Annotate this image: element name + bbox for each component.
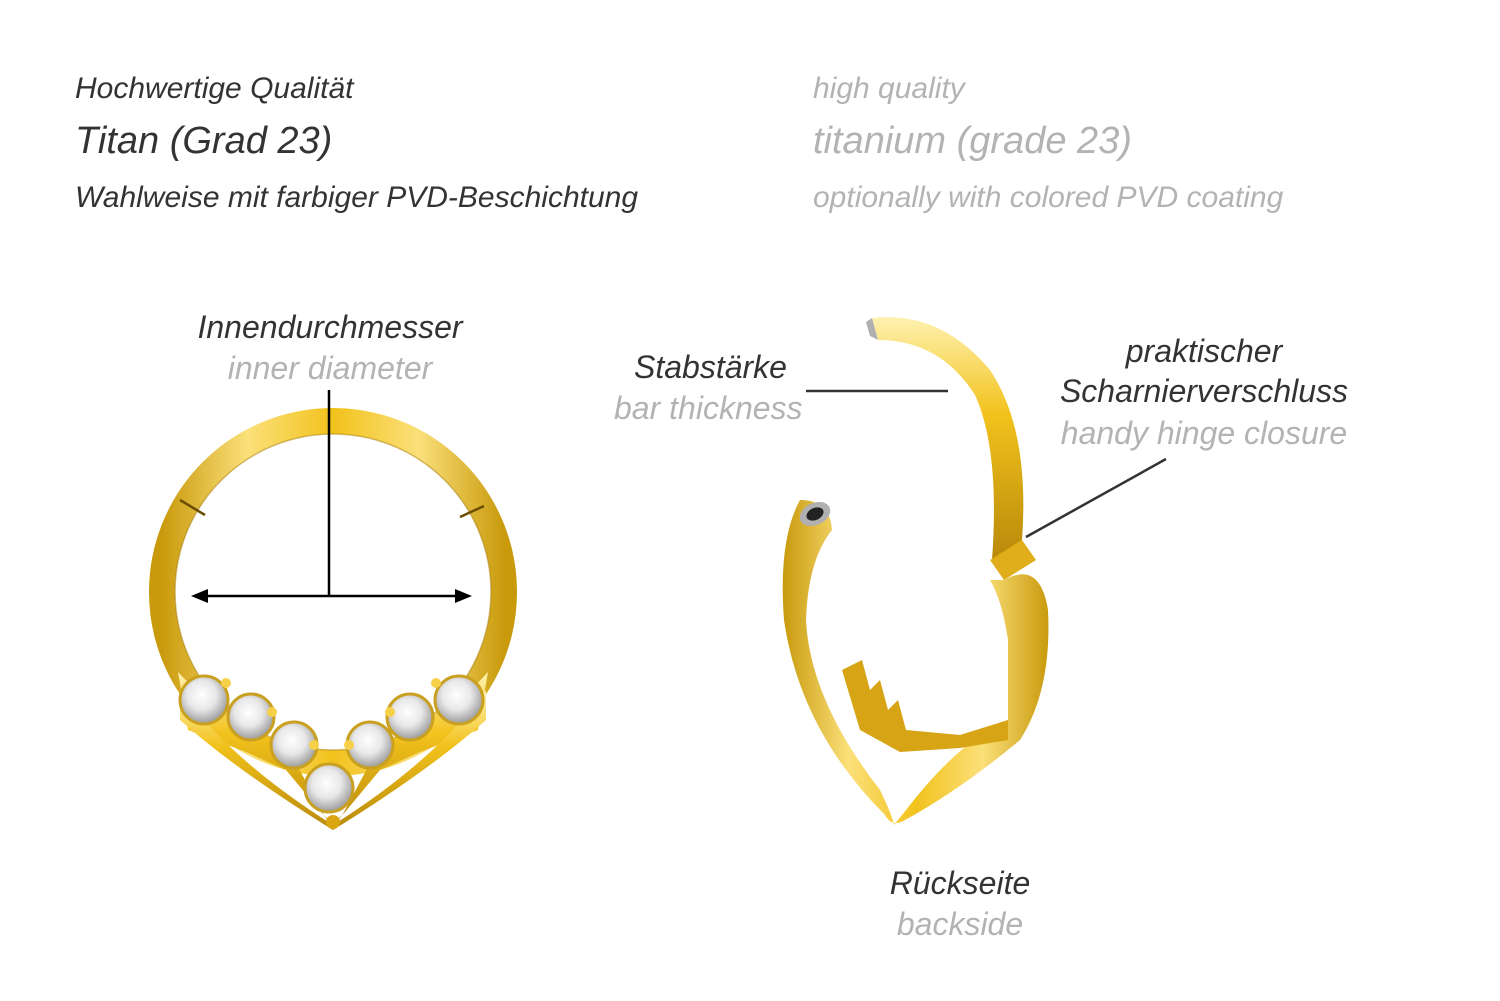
label-inner-diameter-en: inner diameter [227,350,433,386]
label-hinge-de-line1: praktischer [1125,333,1283,369]
label-backside-de: Rückseite [889,865,1031,901]
label-backside-en: backside [896,906,1024,942]
header-en-line2: titanium (grade 23) [813,120,1132,162]
ring-front-icon [149,408,517,830]
label-hinge-en: handy hinge closure [1060,415,1348,451]
inner-diameter-measure [191,390,472,603]
header-en-line3: optionally with colored PVD coating [813,181,1284,214]
crystal-row [178,674,485,814]
leader-hinge [1025,457,1167,539]
header-de-line1: Hochwertige Qualität [75,72,354,105]
header-de-line3: Wahlweise mit farbiger PVD-Beschichtung [75,181,639,214]
header-en-line1: high quality [813,72,965,105]
header-de-line2: Titan (Grad 23) [75,120,333,162]
label-inner-diameter-de: Innendurchmesser [197,309,463,345]
label-bar-thickness-en: bar thickness [614,390,803,426]
label-bar-thickness-de: Stabstärke [634,349,787,385]
ring-back-icon [782,317,1049,825]
label-hinge-de-line2: Scharnierverschluss [1059,373,1349,409]
